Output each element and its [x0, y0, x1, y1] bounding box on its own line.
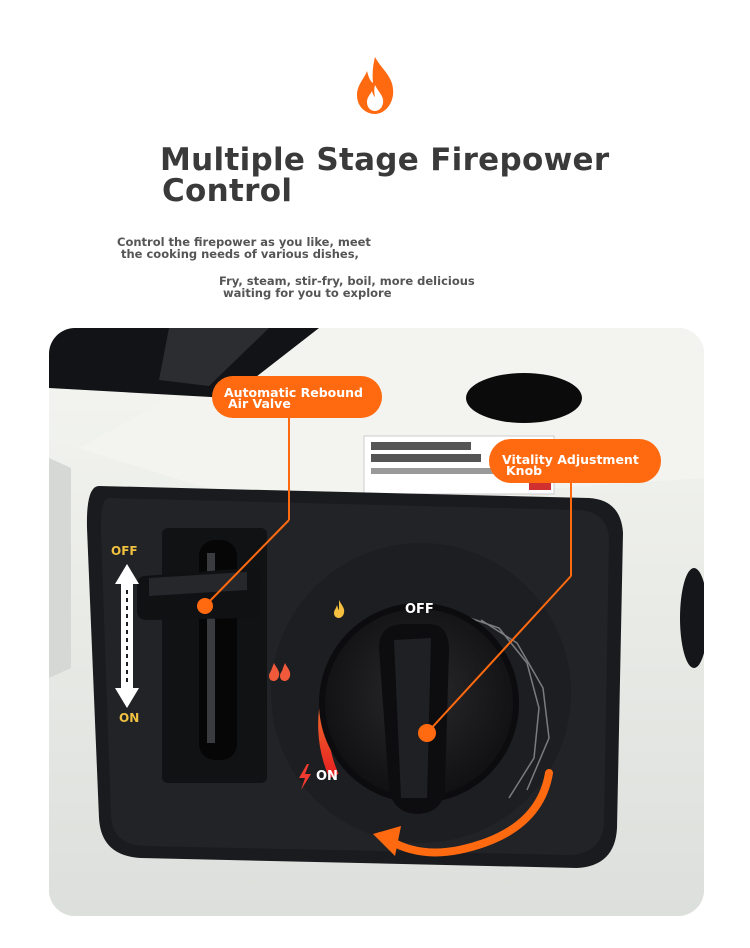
slider-off-label: OFF	[111, 544, 138, 558]
knob-on-label: ON	[316, 769, 338, 784]
description-1-line-2: the cooking needs of various dishes,	[121, 247, 359, 261]
description-2-line-2: waiting for you to explore	[223, 286, 392, 300]
knob-off-label: OFF	[405, 602, 434, 617]
description-1: Control the firepower as you like, meet …	[117, 236, 537, 260]
flame-icon	[357, 57, 394, 114]
page-title: Multiple Stage Firepower Control	[150, 145, 610, 207]
title-line-2: Control	[162, 173, 293, 209]
description-2: Fry, steam, stir-fry, boil, more delicio…	[219, 275, 579, 299]
callout-knob-line-1: Vitality Adjustment	[502, 452, 639, 467]
title-line-1: Multiple Stage Firepower	[160, 142, 610, 178]
description-1-line-1: Control the firepower as you like, meet	[117, 235, 371, 249]
stove-illustration	[49, 328, 704, 916]
callout-air-valve-line-2: Air Valve	[228, 396, 291, 411]
product-photo	[49, 328, 704, 916]
callout-adjustment-knob: Vitality Adjustment Knob	[489, 439, 661, 483]
callout-air-valve-line-1: Automatic Rebound	[224, 385, 364, 400]
slider-on-label: ON	[119, 711, 140, 725]
callout-knob-line-2: Knob	[506, 463, 543, 478]
description-2-line-1: Fry, steam, stir-fry, boil, more delicio…	[219, 274, 475, 288]
callout-air-valve: Automatic Rebound Air Valve	[212, 376, 382, 418]
